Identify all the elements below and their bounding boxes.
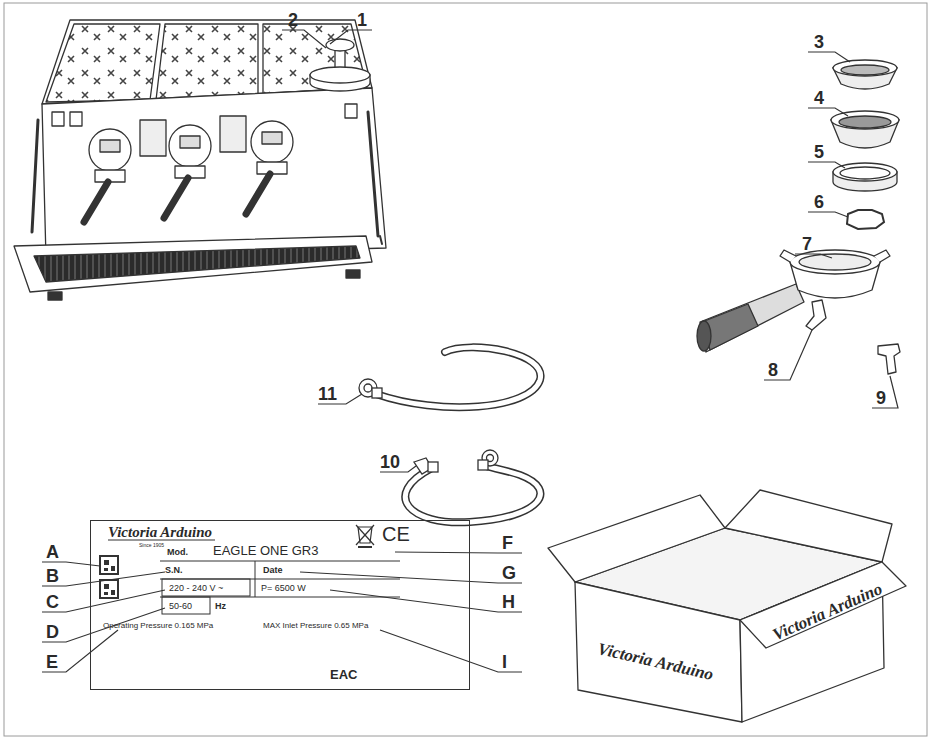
- machine-handles: [32, 112, 382, 244]
- field-name: Date: [263, 566, 283, 575]
- tamper: [310, 39, 370, 91]
- frame: [4, 3, 927, 736]
- callout-letter: E: [46, 653, 58, 671]
- box-logo: Victoria Arduino: [596, 640, 715, 683]
- eac-mark: EAC: [330, 668, 357, 681]
- field-name: Mod.: [167, 548, 188, 557]
- callout-number: 8: [768, 361, 778, 379]
- shipping-box: [548, 490, 906, 722]
- espresso-machine: [14, 20, 386, 300]
- power-value: P= 6500 W: [261, 584, 306, 593]
- nameplate: Victoria ArduinoSince 1905Mod. EAGLE ONE …: [90, 520, 470, 690]
- callout-letter: A: [46, 543, 59, 561]
- qr-codes: [100, 556, 118, 598]
- model-name: EAGLE ONE GR3: [213, 544, 318, 557]
- callout-letter: F: [502, 534, 513, 552]
- box-logo: Victoria Arduino: [770, 580, 885, 643]
- pressure-note: MAX Inlet Pressure 0.65 MPa: [263, 622, 368, 630]
- callout-number: 7: [802, 235, 812, 253]
- frequency-value: 50-60: [169, 602, 192, 611]
- callout-letter: I: [502, 653, 507, 671]
- brand-since: Since 1905: [139, 543, 164, 548]
- callout-letter: H: [502, 593, 515, 611]
- callout-letter: D: [46, 623, 59, 641]
- ce-mark: CE: [382, 524, 410, 544]
- callout-number: 4: [814, 89, 824, 107]
- callout-number: 11: [318, 385, 337, 403]
- waste-bin-symbol: [356, 525, 374, 547]
- field-name: Hz: [215, 602, 226, 611]
- voltage-value: 220 - 240 V ~: [169, 584, 223, 593]
- pressure-note: Operating Pressure 0.165 MPa: [103, 622, 213, 630]
- brand-logo: Victoria Arduino: [108, 525, 212, 540]
- callout-number: 2: [288, 11, 298, 29]
- callout-number: 5: [814, 143, 824, 161]
- callout-number: 6: [814, 193, 824, 211]
- field-name: S.N.: [165, 566, 183, 575]
- callout-letter: G: [502, 564, 516, 582]
- callout-number: 1: [357, 11, 367, 29]
- callout-letter: B: [46, 567, 59, 585]
- filter-parts: [831, 60, 899, 229]
- portafilter: [697, 250, 900, 374]
- callout-number: 3: [814, 33, 824, 51]
- callout-letter: C: [46, 593, 59, 611]
- nameplate-grid: [108, 540, 400, 614]
- callout-number: 10: [380, 453, 400, 471]
- leader-lines: [42, 30, 898, 672]
- hose-fittings: [359, 379, 498, 474]
- callout-number: 9: [876, 389, 886, 407]
- hoses: [376, 347, 541, 522]
